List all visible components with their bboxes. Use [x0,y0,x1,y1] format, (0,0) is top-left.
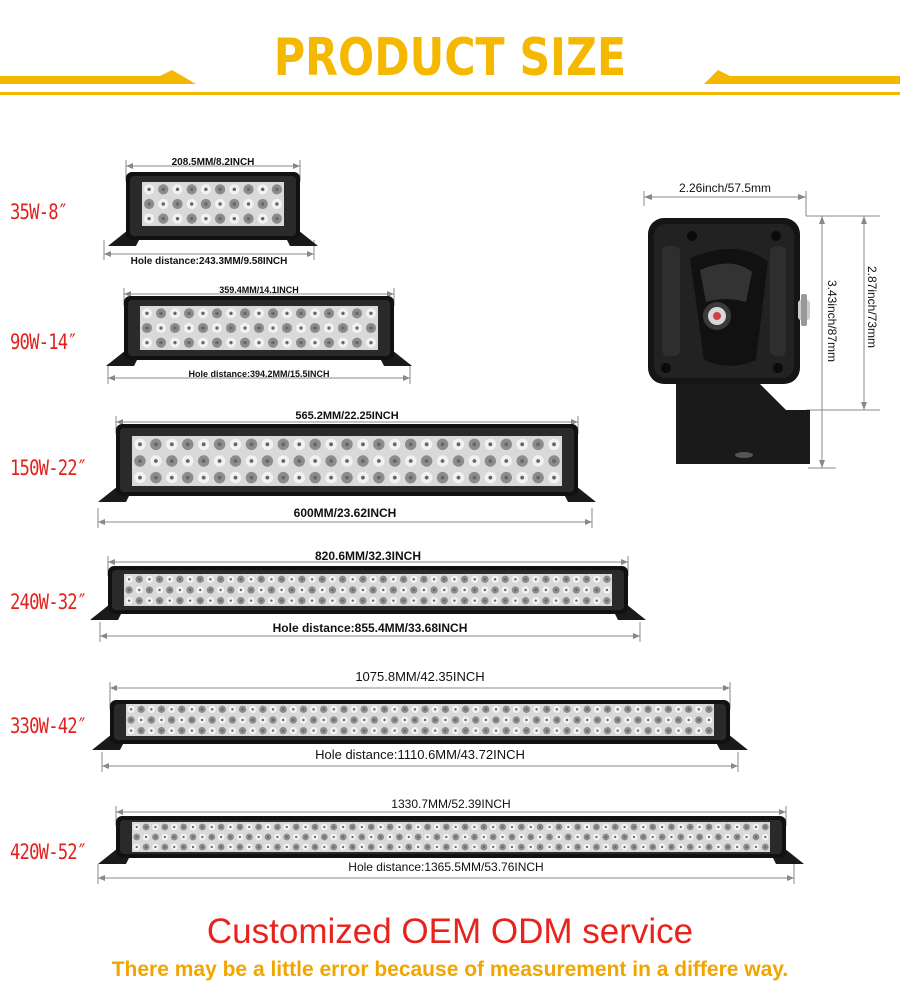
model-label-240w: 240W-32″ [10,590,87,614]
hole-label-420w: Hole distance:1365.5MM/53.76INCH [348,860,544,874]
length-label-90w: 359.4MM/14.1INCH [219,285,299,295]
length-label-330w: 1075.8MM/42.35INCH [355,669,485,684]
hole-label-35w: Hole distance:243.3MM/9.58INCH [130,256,288,267]
light-bar-35w [103,160,318,260]
light-bar-240w [90,556,646,642]
length-label-150w: 565.2MM/22.25INCH [295,410,399,422]
side-width-label: 2.26inch/57.5mm [678,181,772,195]
model-label-330w: 330W-42″ [10,714,87,738]
measurement-note: There may be a little error because of m… [111,958,789,981]
hole-label-330w: Hole distance:1110.6MM/43.72INCH [315,747,525,762]
light-bar-drawings [90,160,804,884]
light-bar-330w [92,682,748,772]
light-bar-90w [106,288,412,384]
header-decoration [0,70,900,95]
model-label-90w: 90W-14″ [10,330,78,354]
side-height-label: 3.43inch/87mm [825,279,839,363]
light-bar-150w [97,416,596,528]
hole-label-240w: Hole distance:855.4MM/33.68INCH [272,621,468,635]
model-label-35w: 35W-8″ [10,200,68,224]
model-label-150w: 150W-22″ [10,456,87,480]
side-view-drawing [643,191,880,469]
page-title: PRODUCT SIZE [273,28,627,88]
model-label-420w: 420W-52″ [10,840,87,864]
length-label-420w: 1330.7MM/52.39INCH [391,797,511,811]
oem-service-heading: Customized OEM ODM service [206,912,694,951]
hole-label-90w: Hole distance:394.2MM/15.5INCH [188,369,330,379]
length-label-240w: 820.6MM/32.3INCH [314,549,422,563]
hole-label-150w: 600MM/23.62INCH [293,506,397,520]
length-label-35w: 208.5MM/8.2INCH [171,157,255,168]
side-depth-label: 2.87inch/73mm [865,265,879,349]
light-bar-420w [97,806,804,884]
